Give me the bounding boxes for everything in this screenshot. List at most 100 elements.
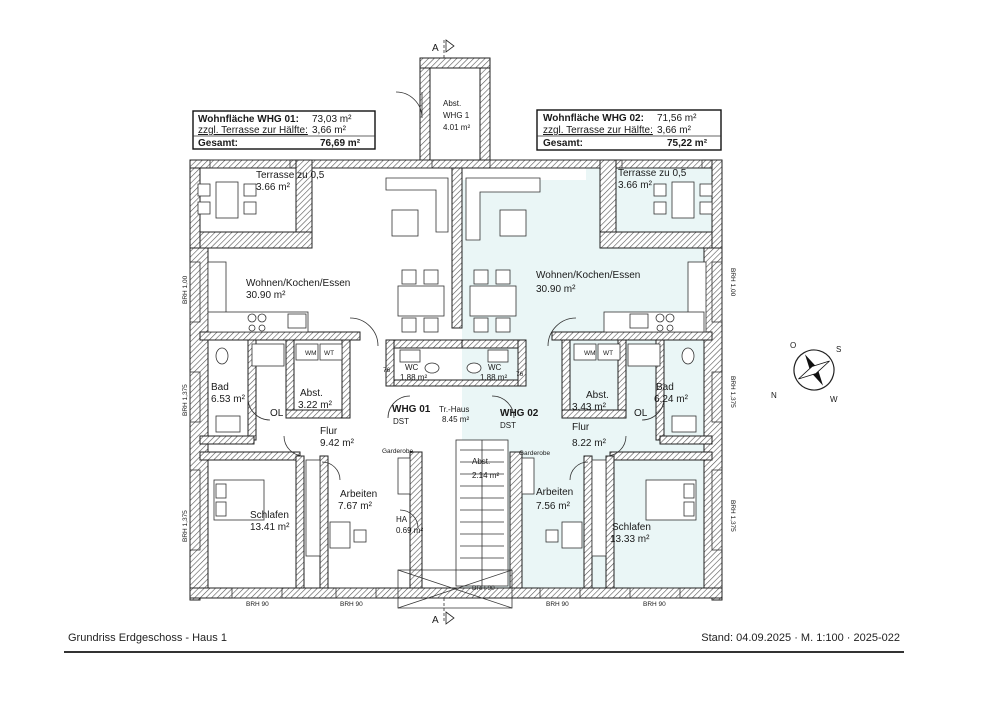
interior-walls: [199, 331, 713, 589]
brh100-label-right: BRH 1,00: [729, 268, 736, 297]
footer-meta: Stand: 04.09.2025 · M. 1:100 · 2025-022: [701, 632, 900, 644]
stair-area: 8.45 m²: [442, 415, 469, 424]
whg01-wt-label: WT: [324, 350, 334, 357]
whg01-terrace-area: 3,66 m²: [312, 125, 347, 136]
whg01-ol-label: OL: [270, 408, 284, 419]
whg01-work-name: Arbeiten: [340, 489, 377, 500]
whg01-ha-area: 0.69 m²: [396, 526, 423, 535]
whg01-garderobe-label: Garderobe: [382, 448, 413, 455]
footer-divider: [64, 651, 904, 653]
abst-stair-name: Abst.: [472, 457, 490, 466]
section-marker-bottom: A: [432, 615, 439, 626]
compass-rose: [793, 349, 835, 391]
whg02-wm-label: WM: [584, 350, 596, 357]
whg02-storage-area: 3.43 m²: [572, 402, 607, 413]
whg01-wc-name: WC: [405, 363, 419, 372]
staircase: [397, 439, 513, 609]
whg01-storage-name: Abst.: [300, 388, 323, 399]
whg02-bedroom-name: Schlafen: [612, 522, 651, 533]
whg02-area: 71,56 m²: [657, 113, 697, 124]
brh90-label-4: BRH 90: [546, 601, 569, 608]
whg01-title: Wohnfläche WHG 01:: [198, 114, 299, 125]
section-marker-top: A: [432, 43, 439, 54]
whg02-hall-name: Flur: [572, 422, 590, 433]
whg02-terrace-area: 3.66 m²: [618, 180, 653, 191]
whg01-hall-name: Flur: [320, 426, 338, 437]
brh90-label-1: BRH 90: [246, 601, 269, 608]
brh90-label-3: BRH 90: [472, 585, 495, 592]
whg01-hall-area: 9.42 m²: [320, 438, 355, 449]
whg01-total-area: 76,69 m²: [320, 138, 361, 149]
whg01-ha-name: HA: [396, 515, 408, 524]
whg02-living-area: 30.90 m²: [536, 284, 576, 295]
whg01-bath-name: Bad: [211, 382, 229, 393]
compass-n: N: [771, 391, 777, 400]
compass-o: O: [790, 341, 796, 350]
whg01-76-label: 76: [383, 367, 391, 374]
whg01-wm-label: WM: [305, 350, 317, 357]
whg02-terrace-name: Terrasse zu 0,5: [618, 168, 687, 179]
whg02-work-name: Arbeiten: [536, 487, 573, 498]
abst-whg1-sub: WHG 1: [443, 111, 470, 120]
brh100-label-left: BRH 1,00: [182, 275, 189, 304]
whg02-total-label: Gesamt:: [543, 138, 583, 149]
abst-whg1-area: 4.01 m²: [443, 123, 470, 132]
door-swings: [247, 91, 665, 529]
whg02-total-area: 75,22 m²: [667, 138, 708, 149]
kitchen-counters: [207, 177, 707, 333]
whg02-bath-name: Bad: [656, 382, 674, 393]
whg02-76-label: 76: [516, 371, 524, 378]
whg02-dst: DST: [500, 421, 516, 430]
whg01-total-label: Gesamt:: [198, 138, 238, 149]
whg02-garderobe-label: Garderobe: [519, 450, 550, 457]
whg02-wt-label: WT: [603, 350, 613, 357]
whg01-dst: DST: [393, 417, 409, 426]
whg01-bath-area: 6.53 m²: [211, 394, 246, 405]
brh90-label-5: BRH 90: [643, 601, 666, 608]
whg01-work-area: 7.67 m²: [338, 501, 373, 512]
whg01-living-name: Wohnen/Kochen/Essen: [246, 278, 350, 289]
whg02-label: WHG 02: [500, 408, 539, 419]
bathroom-fixtures: [215, 343, 697, 433]
whg02-hall-area: 8.22 m²: [572, 438, 607, 449]
stair-name: Tr.-Haus: [439, 405, 469, 414]
whg02-wc-area: 1.88 m²: [480, 373, 507, 382]
brh1375-label-right-1: BRH 1,375: [729, 376, 736, 408]
whg02-work-area: 7.56 m²: [536, 501, 571, 512]
compass-s: S: [836, 345, 841, 354]
whg01-area: 73,03 m²: [312, 114, 352, 125]
whg01-bedroom-area: 13.41 m²: [250, 522, 290, 533]
footer-title: Grundriss Erdgeschoss - Haus 1: [68, 632, 227, 644]
whg01-living-area: 30.90 m²: [246, 290, 286, 301]
whg02-terrace-label: zzgl. Terrasse zur Hälfte:: [543, 125, 653, 136]
whg01-bedroom-name: Schlafen: [250, 510, 289, 521]
brh90-label-2: BRH 90: [340, 601, 363, 608]
summary-box-whg01: [192, 110, 376, 150]
section-markers: [443, 39, 455, 625]
whg01-wc-area: 1.88 m²: [400, 373, 427, 382]
dining-furniture: [197, 181, 713, 333]
whg01-storage-area: 3.22 m²: [298, 400, 333, 411]
abst-stair-area: 2.14 m²: [472, 471, 499, 480]
compass-w: W: [830, 395, 838, 404]
brh1375-label-left-2: BRH 1,375: [182, 510, 189, 542]
bedroom-furniture: [213, 457, 697, 557]
whg02-living-name: Wohnen/Kochen/Essen: [536, 270, 640, 281]
whg02-wc-name: WC: [488, 363, 502, 372]
whg02-bedroom-area: 13.33 m²: [610, 534, 650, 545]
whg02-title: Wohnfläche WHG 02:: [543, 113, 644, 124]
whg02-storage-name: Abst.: [586, 390, 609, 401]
brh1375-label-right-2: BRH 1,375: [729, 500, 736, 532]
windows: [189, 159, 723, 599]
whg01-terrace-name: Terrasse zu 0,5: [256, 170, 325, 181]
whg02-ol-label: OL: [634, 408, 648, 419]
whg02-bath-area: 6.24 m²: [654, 394, 689, 405]
whg01-label: WHG 01: [392, 404, 431, 415]
whg01-terrace-area: 3.66 m²: [256, 182, 291, 193]
brh1375-label-left-1: BRH 1,375: [182, 384, 189, 416]
whg02-terrace-area: 3,66 m²: [657, 125, 692, 136]
whg01-terrace-label: zzgl. Terrasse zur Hälfte:: [198, 125, 308, 136]
summary-box-whg02: [536, 109, 722, 151]
